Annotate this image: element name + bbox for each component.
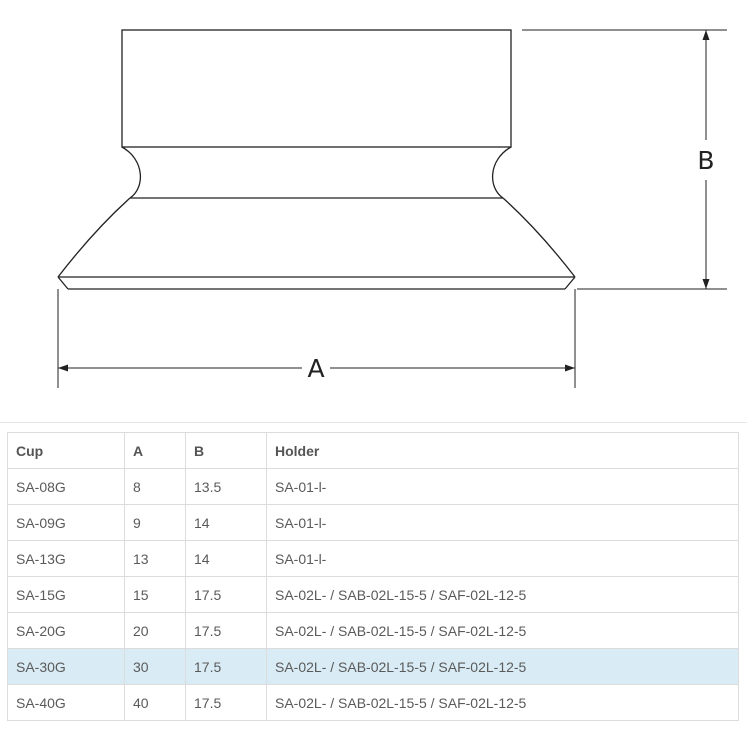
cell-a: 13 [124,540,186,577]
suction-cup-drawing: B A [57,29,727,388]
cup-neck-right [491,146,512,199]
table-row: SA-40G 40 17.5 SA-02L- / SAB-02L-15-5 / … [7,684,739,721]
cell-holder: SA-02L- / SAB-02L-15-5 / SAF-02L-12-5 [266,576,739,613]
cell-b: 17.5 [185,648,267,685]
cell-holder: SA-01-l- [266,504,739,541]
column-header-a: A [124,432,186,469]
cell-cup: SA-30G [7,648,125,685]
cell-a: 20 [124,612,186,649]
column-header-b: B [185,432,267,469]
cell-a: 8 [124,468,186,505]
cell-b: 13.5 [185,468,267,505]
table-header-row: Cup A B Holder [7,432,739,469]
cell-b: 14 [185,504,267,541]
table-row: SA-09G 9 14 SA-01-l- [7,504,739,541]
table-row-highlighted: SA-30G 30 17.5 SA-02L- / SAB-02L-15-5 / … [7,648,739,685]
cell-a: 40 [124,684,186,721]
table-row: SA-15G 15 17.5 SA-02L- / SAB-02L-15-5 / … [7,576,739,613]
dimension-a-label: A [307,354,324,383]
cell-cup: SA-15G [7,576,125,613]
cell-b: 17.5 [185,612,267,649]
cell-a: 9 [124,504,186,541]
cup-lip-right-edge [564,276,576,290]
cell-holder: SA-02L- / SAB-02L-15-5 / SAF-02L-12-5 [266,684,739,721]
cup-spec-table: Cup A B Holder SA-08G 8 13.5 SA-01-l- SA… [7,432,739,721]
cup-outline [57,29,576,290]
cell-b: 17.5 [185,684,267,721]
cell-holder: SA-02L- / SAB-02L-15-5 / SAF-02L-12-5 [266,648,739,685]
cell-cup: SA-08G [7,468,125,505]
dimension-a [57,289,576,388]
cell-b: 17.5 [185,576,267,613]
cell-cup: SA-40G [7,684,125,721]
column-header-holder: Holder [266,432,739,469]
cell-cup: SA-09G [7,504,125,541]
cup-flare-right [502,197,576,278]
dimension-b-label: B [697,146,714,175]
cell-holder: SA-01-l- [266,468,739,505]
cup-top-cylinder [121,29,512,148]
cell-cup: SA-20G [7,612,125,649]
cell-a: 30 [124,648,186,685]
table-row: SA-13G 13 14 SA-01-l- [7,540,739,577]
cup-lip-left-edge [57,276,69,290]
cup-flare-left [57,197,131,278]
dimension-b [522,29,727,290]
cell-b: 14 [185,540,267,577]
cell-holder: SA-01-l- [266,540,739,577]
column-header-cup: Cup [7,432,125,469]
cell-cup: SA-13G [7,540,125,577]
cell-a: 15 [124,576,186,613]
section-divider [0,422,747,423]
cell-holder: SA-02L- / SAB-02L-15-5 / SAF-02L-12-5 [266,612,739,649]
table-row: SA-08G 8 13.5 SA-01-l- [7,468,739,505]
cup-neck-left [121,146,142,199]
table-row: SA-20G 20 17.5 SA-02L- / SAB-02L-15-5 / … [7,612,739,649]
